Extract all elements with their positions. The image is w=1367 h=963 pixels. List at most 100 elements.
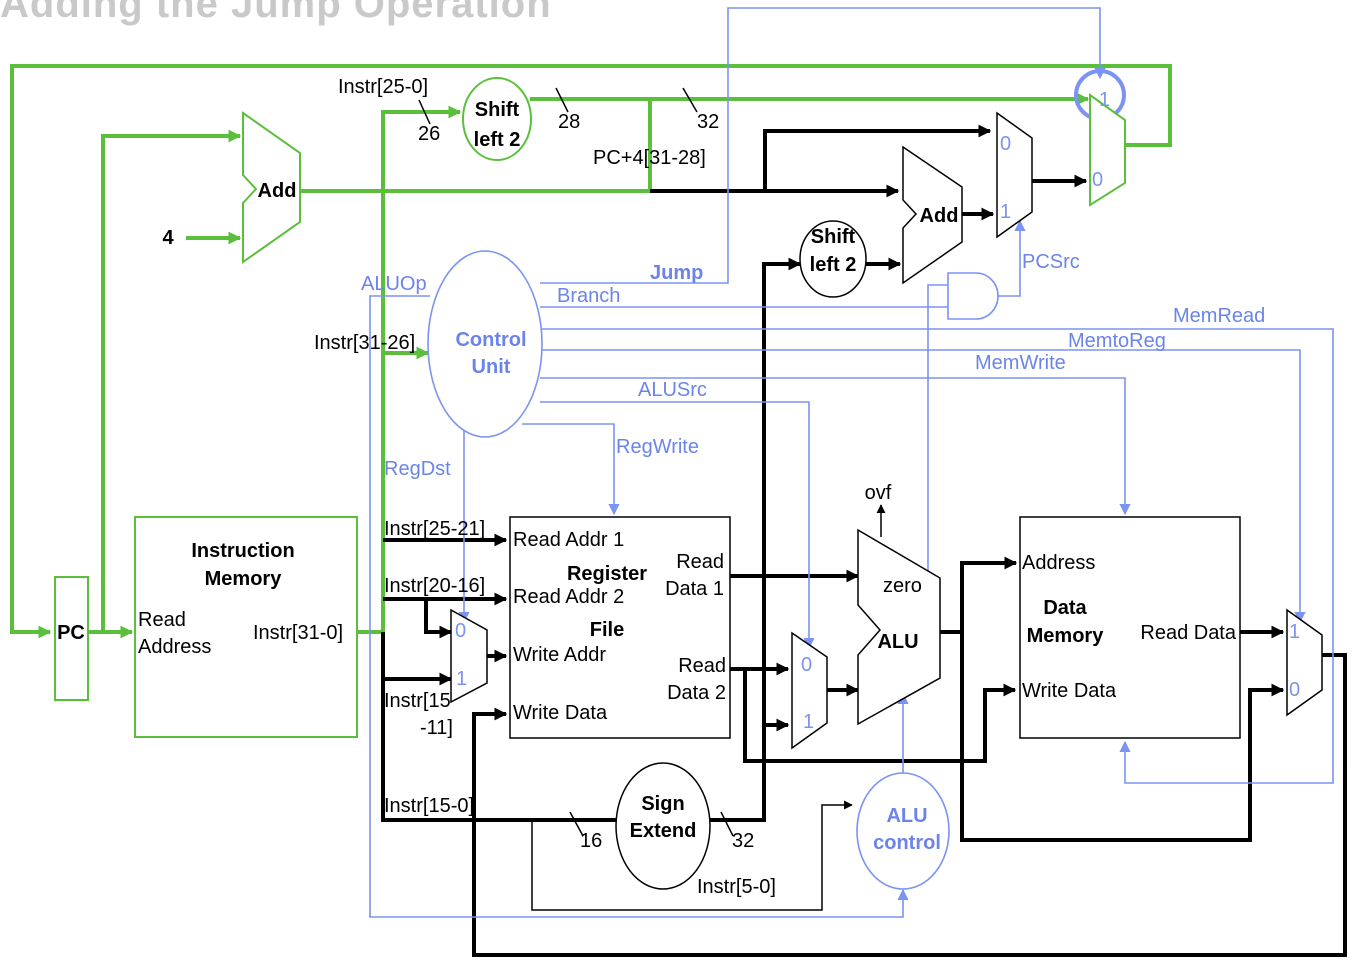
instr15-0-wire [381, 257, 802, 822]
register-file: Register File Read Addr 1 Read Addr 2 Wr… [509, 516, 731, 739]
alu-control: ALU control [856, 772, 950, 890]
ovf-output-label: ovf [865, 482, 892, 504]
data-memory-title: Memory [1027, 625, 1105, 647]
branch-shift-left-2: Shift left 2 [799, 220, 867, 298]
branch-signal-label: Branch [557, 285, 620, 307]
instr-5-0-label: Instr[5-0] [697, 876, 776, 898]
instruction-output-label: Instr[31-0] [253, 622, 343, 644]
instr-15-0-label: Instr[15-0] [384, 795, 474, 817]
branch-and-gate [947, 272, 999, 320]
zero-output-label: zero [883, 575, 922, 597]
bus-width-tick [418, 99, 431, 125]
jump-loop-wire [10, 64, 1172, 639]
alusrc-mux-input-zero: 0 [801, 654, 812, 676]
branch-adder-label: Add [920, 205, 959, 227]
alu-label: ALU [877, 631, 918, 653]
pc-datapath-wires [10, 64, 1172, 639]
regdst-mux-input-one: 1 [456, 668, 467, 690]
pcsrc-mux-input-one: 1 [1000, 201, 1011, 223]
alusrc-signal-wire [540, 401, 815, 650]
instruction-memory-title: Memory [205, 568, 283, 590]
bus-width-32-sign-extend: 32 [732, 830, 754, 852]
control-unit-label: Control [455, 329, 526, 351]
memwrite-signal-wire [540, 377, 1131, 516]
instruction-memory: Instruction Memory Read Address Instr[31… [134, 516, 358, 738]
bus-width-tick [569, 811, 584, 837]
pc-register: PC [54, 576, 89, 701]
regwrite-signal-label: RegWrite [616, 436, 699, 458]
wire-labels: Instr[25-0] 26 28 32 PC+4[31-28] Instr[3… [314, 76, 776, 898]
memread-signal-label: MemRead [1173, 305, 1265, 327]
read-addr2-port: Read Addr 2 [513, 586, 624, 608]
read-data2-port: Read [678, 655, 726, 677]
write-data-port: Write Data [1022, 680, 1117, 702]
write-data-port: Write Data [513, 702, 608, 724]
bus-width-tick [682, 87, 698, 113]
control-signal-wires [369, 7, 1334, 918]
alu: ALU zero ovf [857, 482, 941, 726]
bus-width-26: 26 [418, 123, 440, 145]
memtoreg-mux-input-zero: 0 [1289, 679, 1300, 701]
memtoreg-mux: 1 0 [1286, 608, 1323, 717]
alusrc-signal-label: ALUSrc [638, 379, 707, 401]
instr5-0-wire [531, 800, 853, 911]
black-datapath-wires [381, 124, 1347, 957]
alu-result-wire [940, 556, 1018, 634]
control-signal-labels: Jump Branch ALUOp MemRead MemtoReg MemWr… [361, 251, 1265, 480]
alu-control-label: ALU [886, 805, 927, 827]
pcsrc-signal-wire [997, 219, 1026, 297]
memtoreg-signal-wire [540, 349, 1306, 624]
read-data1-port: Data 1 [665, 578, 724, 600]
read-data-port: Read Data [1140, 622, 1236, 644]
read-address-label: Read [138, 609, 186, 631]
alusrc-mux-input-one: 1 [803, 711, 814, 733]
jump-mux: 1 0 [1089, 89, 1126, 207]
regdst-mux: 0 1 [450, 608, 488, 704]
instr-15-11-label: -11] [420, 717, 453, 739]
pc-adder: Add [242, 111, 301, 264]
instr20-16-to-regdst-wire [424, 599, 453, 639]
jump-mux-input-zero: 0 [1092, 169, 1103, 191]
zero-to-and-wire [927, 284, 948, 572]
shift-label: left 2 [810, 254, 857, 276]
memwrite-signal-label: MemWrite [975, 352, 1066, 374]
regdst-mux-input-zero: 0 [455, 620, 466, 642]
read-address-label: Address [138, 636, 211, 658]
sign-extend-label: Extend [630, 820, 697, 842]
memtoreg-signal-label: MemtoReg [1068, 330, 1166, 352]
jump-mux-input-one: 1 [1099, 89, 1110, 111]
pcsrc-mux-input-zero: 0 [1000, 133, 1011, 155]
pcsrc-signal-label: PCSrc [1022, 251, 1080, 273]
jump-signal-label: Jump [650, 262, 703, 284]
memtoreg-mux-input-one: 1 [1289, 621, 1300, 643]
branch-adder: Add [902, 145, 963, 285]
data-memory: Address Data Memory Read Data Write Data [1019, 516, 1241, 739]
instr-25-21-label: Instr[25-21] [384, 518, 485, 540]
bus-width-tick [720, 811, 734, 837]
bus-width-16: 16 [580, 830, 602, 852]
control-unit-label: Unit [472, 356, 511, 378]
instr-15-11-label: Instr[15 [384, 690, 451, 712]
shift-label: left 2 [474, 129, 521, 151]
jump-shift-left-2: Shift left 2 [462, 77, 532, 161]
write-addr-port: Write Addr [513, 644, 606, 666]
read-data1-port: Read [676, 551, 724, 573]
aluop-signal-wire [369, 295, 909, 918]
data-memory-title: Data [1043, 597, 1087, 619]
sign-extend: Sign Extend [615, 762, 711, 890]
pc-label: PC [57, 622, 85, 644]
memread-signal-wire [540, 328, 1334, 784]
bus-width-28: 28 [558, 111, 580, 133]
alu-control-label: control [873, 832, 941, 854]
regdst-signal-label: RegDst [384, 458, 451, 480]
read-data2-port: Data 2 [667, 682, 726, 704]
instr-31-26-label: Instr[31-26] [314, 332, 415, 354]
pc-adder-label: Add [258, 180, 297, 202]
pc4-to-pcsrc-mux-wire [763, 124, 992, 191]
register-file-title: Register [567, 563, 647, 585]
read-data2-to-memory-wire [743, 669, 1017, 763]
register-file-title: File [590, 619, 624, 641]
page-title: Adding the Jump Operation [0, 0, 552, 26]
constant-four: 4 [162, 227, 174, 249]
pc4-31-28-label: PC+4[31-28] [593, 147, 706, 169]
